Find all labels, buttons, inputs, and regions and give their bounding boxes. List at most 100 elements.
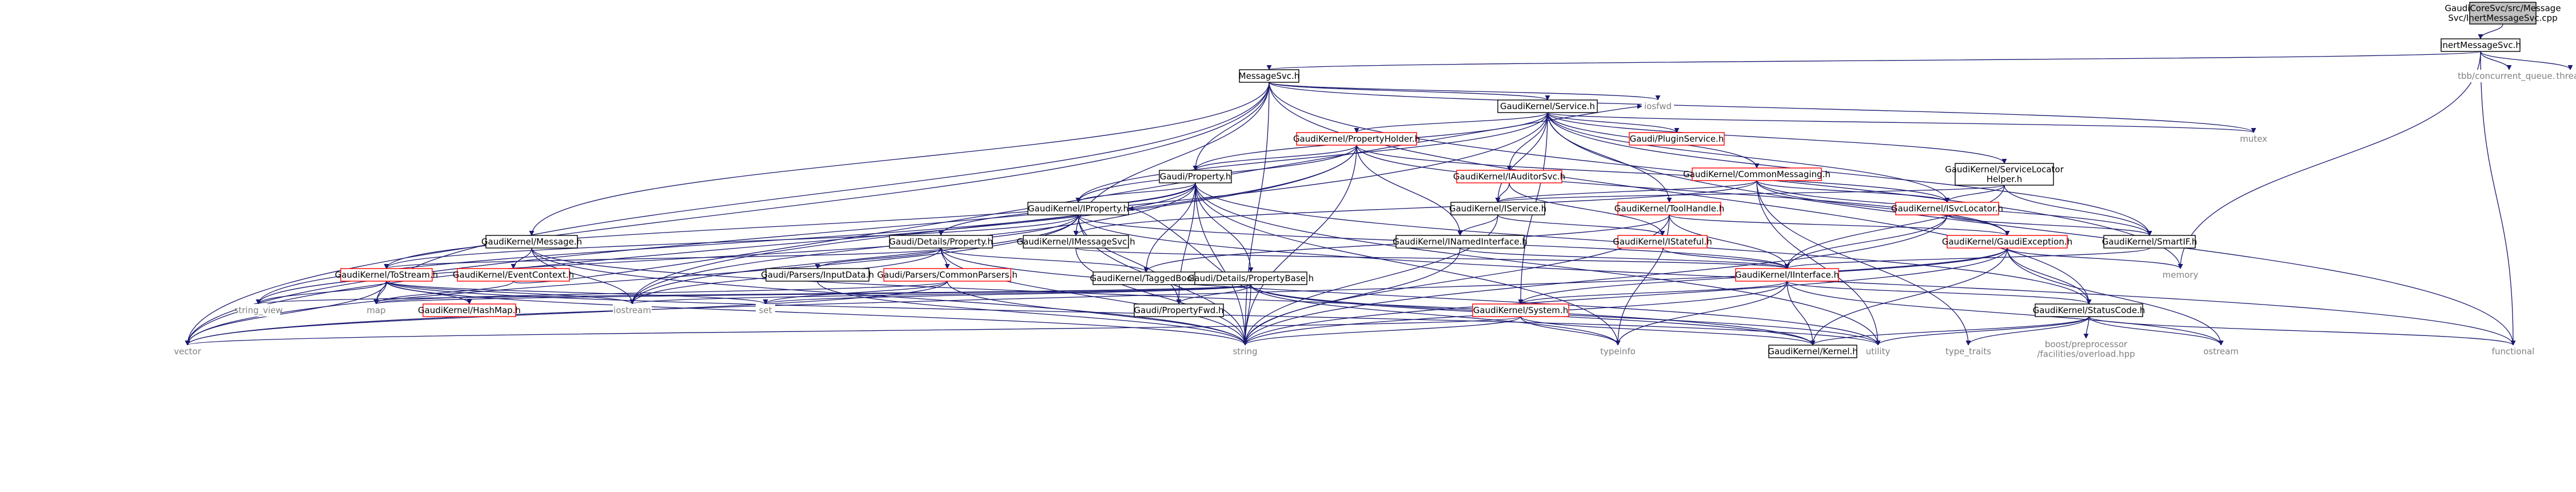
node-inamedinterface[interactable]: GaudiKernel/INamedInterface.h [1393, 235, 1528, 249]
node-box-smartif [2103, 235, 2196, 249]
node-box-propholder [1296, 132, 1417, 146]
node-box-commonparsers [883, 268, 1011, 282]
node-service[interactable]: GaudiKernel/Service.h [1497, 99, 1598, 113]
node-iservice[interactable]: GaudiKernel/IService.h [1449, 202, 1546, 215]
node-label-ostream: ostream [2203, 346, 2239, 357]
node-tostream[interactable]: GaudiKernel/ToStream.h [335, 268, 438, 282]
edge-propbase-to-iostream [629, 284, 1251, 305]
node-commonparsers[interactable]: Gaudi/Parsers/CommonParsers.h [877, 268, 1018, 282]
node-box-statuscode [2035, 303, 2143, 317]
node-label-iosfwd: iosfwd [1644, 101, 1672, 111]
node-label-inert: InertMessageSvc.h [2440, 40, 2521, 50]
node-toolhandle[interactable]: GaudiKernel/ToolHandle.h [1614, 202, 1725, 215]
edge-commonparsers-to-map [373, 281, 948, 305]
edge-iservice-to-inamedinterface [1457, 214, 1498, 236]
edge-system-to-string [1242, 316, 1521, 346]
node-label-typetraits: type_traits [1945, 346, 1991, 357]
node-typetraits: type_traits [1945, 345, 1991, 358]
edge-eventcontext-to-map [373, 281, 514, 305]
node-detprop[interactable]: Gaudi/Details/Property.h [889, 235, 993, 249]
node-iproperty[interactable]: GaudiKernel/IProperty.h [1027, 202, 1129, 215]
edge-msgsvc-to-iosfwd [1269, 82, 1661, 101]
node-label-auditorsvc: GaudiKernel/IAuditorSvc.h [1453, 171, 1565, 182]
node-label-detprop: Gaudi/Details/Property.h [889, 237, 993, 247]
edge-propbase-to-set [763, 284, 1251, 305]
node-smartif[interactable]: GaudiKernel/SmartIF.h [2102, 235, 2197, 249]
node-root[interactable]: GaudiCoreSvc/src/MessageSvc/InertMessage… [2445, 2, 2561, 25]
node-label-commonparsers: Gaudi/Parsers/CommonParsers.h [877, 270, 1017, 280]
node-box-typetraits [1947, 345, 1989, 358]
node-isvclocator[interactable]: GaudiKernel/ISvcLocator.h [1891, 202, 2003, 215]
edge-inert-to-tbbq [2480, 51, 2512, 70]
node-label-smartif: GaudiKernel/SmartIF.h [2102, 237, 2197, 247]
node-ostream: ostream [2203, 345, 2239, 358]
edge-detprop-to-utility [940, 247, 1881, 346]
node-label-taggedbool: GaudiKernel/TaggedBool.h [1090, 273, 1203, 283]
node-box-tostream [340, 268, 433, 282]
edge-service-to-propholder [1354, 112, 1548, 133]
node-commonmsg[interactable]: GaudiKernel/CommonMessaging.h [1683, 167, 1831, 181]
edge-service-to-smartif [1547, 112, 2152, 236]
edge-propbase-to-map [374, 284, 1251, 305]
edge-service-to-auditorsvc [1506, 112, 1548, 171]
node-propbase[interactable]: Gaudi/Details/PropertyBase.h [1188, 271, 1314, 285]
node-label-svclocatorhelper: GaudiKernel/ServiceLocator [1945, 165, 2064, 175]
node-system[interactable]: GaudiKernel/System.h [1472, 303, 1569, 317]
edge-iinterface-to-ostream [1787, 281, 2224, 346]
edge-svclocatorhelper-to-smartif [2004, 185, 2152, 236]
node-istateful[interactable]: GaudiKernel/IStateful.h [1613, 235, 1712, 249]
node-propertyfwd[interactable]: Gaudi/PropertyFwd.h [1134, 303, 1224, 317]
node-box-property [1159, 170, 1232, 183]
edge-message-to-kernel [531, 247, 1816, 346]
edge-property-to-propbase [1195, 182, 1254, 273]
node-label-hashmap: GaudiKernel/HashMap.h [418, 305, 521, 315]
node-imessagesvc[interactable]: GaudiKernel/IMessageSvc.h [1016, 235, 1135, 249]
edge-commonmsg-to-iservice [1495, 180, 1757, 203]
edge-service-to-svclocatorhelper [1547, 112, 2007, 164]
node-box-vector [172, 345, 204, 358]
edge-gaudiexception-to-vector [185, 247, 2008, 346]
node-eventcontext[interactable]: GaudiKernel/EventContext.h [453, 268, 574, 282]
node-inputdata[interactable]: Gaudi/Parsers/InputData.h [761, 268, 874, 282]
node-gaudiexception[interactable]: GaudiKernel/GaudiException.h [1942, 235, 2072, 249]
edge-gaudiexception-to-kernel [1810, 247, 2008, 346]
node-box-isvclocator [1895, 202, 1999, 215]
edge-inamedinterface-to-iinterface [1460, 247, 1790, 269]
node-label-root: GaudiCoreSvc/src/Message [2445, 3, 2561, 14]
node-statuscode[interactable]: GaudiKernel/StatusCode.h [2033, 303, 2146, 317]
edge-commonparsers-to-string [947, 281, 1248, 346]
edge-property-to-typeinfo [1195, 182, 1621, 346]
edge-property-to-utility [1195, 182, 1881, 346]
node-propholder[interactable]: GaudiKernel/PropertyHolder.h [1293, 132, 1420, 146]
graph-nodes: GaudiCoreSvc/src/MessageSvc/InertMessage… [172, 2, 2576, 360]
edge-property-to-iproperty [1075, 182, 1196, 203]
node-label-imessagesvc: GaudiKernel/IMessageSvc.h [1016, 237, 1135, 247]
node-auditorsvc[interactable]: GaudiKernel/IAuditorSvc.h [1453, 170, 1565, 183]
node-box-memory [2164, 269, 2197, 281]
edge-property-to-tostream [384, 182, 1196, 269]
node-inert[interactable]: InertMessageSvc.h [2440, 38, 2521, 52]
node-taggedbool[interactable]: GaudiKernel/TaggedBool.h [1090, 271, 1203, 285]
edge-service-to-mutex [1547, 112, 2256, 133]
edge-service-to-iproperty [1075, 112, 1548, 203]
node-pluginsvc[interactable]: Gaudi/PluginService.h [1629, 132, 1725, 146]
node-property[interactable]: Gaudi/Property.h [1159, 170, 1232, 183]
node-iinterface[interactable]: GaudiKernel/IInterface.h [1735, 268, 1839, 282]
node-label-thread: thread [2556, 71, 2576, 81]
node-iostream: iostream [613, 304, 652, 317]
edge-propholder-to-string [1242, 145, 1357, 346]
edge-statuscode-to-kernel [1810, 316, 2089, 346]
node-label-statuscode: GaudiKernel/StatusCode.h [2033, 305, 2146, 315]
edge-system-to-typeinfo [1520, 316, 1621, 346]
node-message[interactable]: GaudiKernel/Message.h [481, 235, 582, 249]
node-msgsvc[interactable]: MessageSvc.h [1239, 69, 1300, 83]
edge-inert-to-msgsvc [1267, 51, 2481, 70]
node-kernel[interactable]: GaudiKernel/Kernel.h [1768, 345, 1858, 358]
edge-iinterface-to-system [1518, 281, 1788, 305]
edge-tostream-to-stringview [256, 281, 387, 305]
node-label-istateful: GaudiKernel/IStateful.h [1613, 237, 1712, 247]
edge-propholder-to-isvclocator [1356, 145, 1950, 203]
node-hashmap[interactable]: GaudiKernel/HashMap.h [418, 303, 521, 317]
node-box-istateful [1617, 235, 1708, 249]
